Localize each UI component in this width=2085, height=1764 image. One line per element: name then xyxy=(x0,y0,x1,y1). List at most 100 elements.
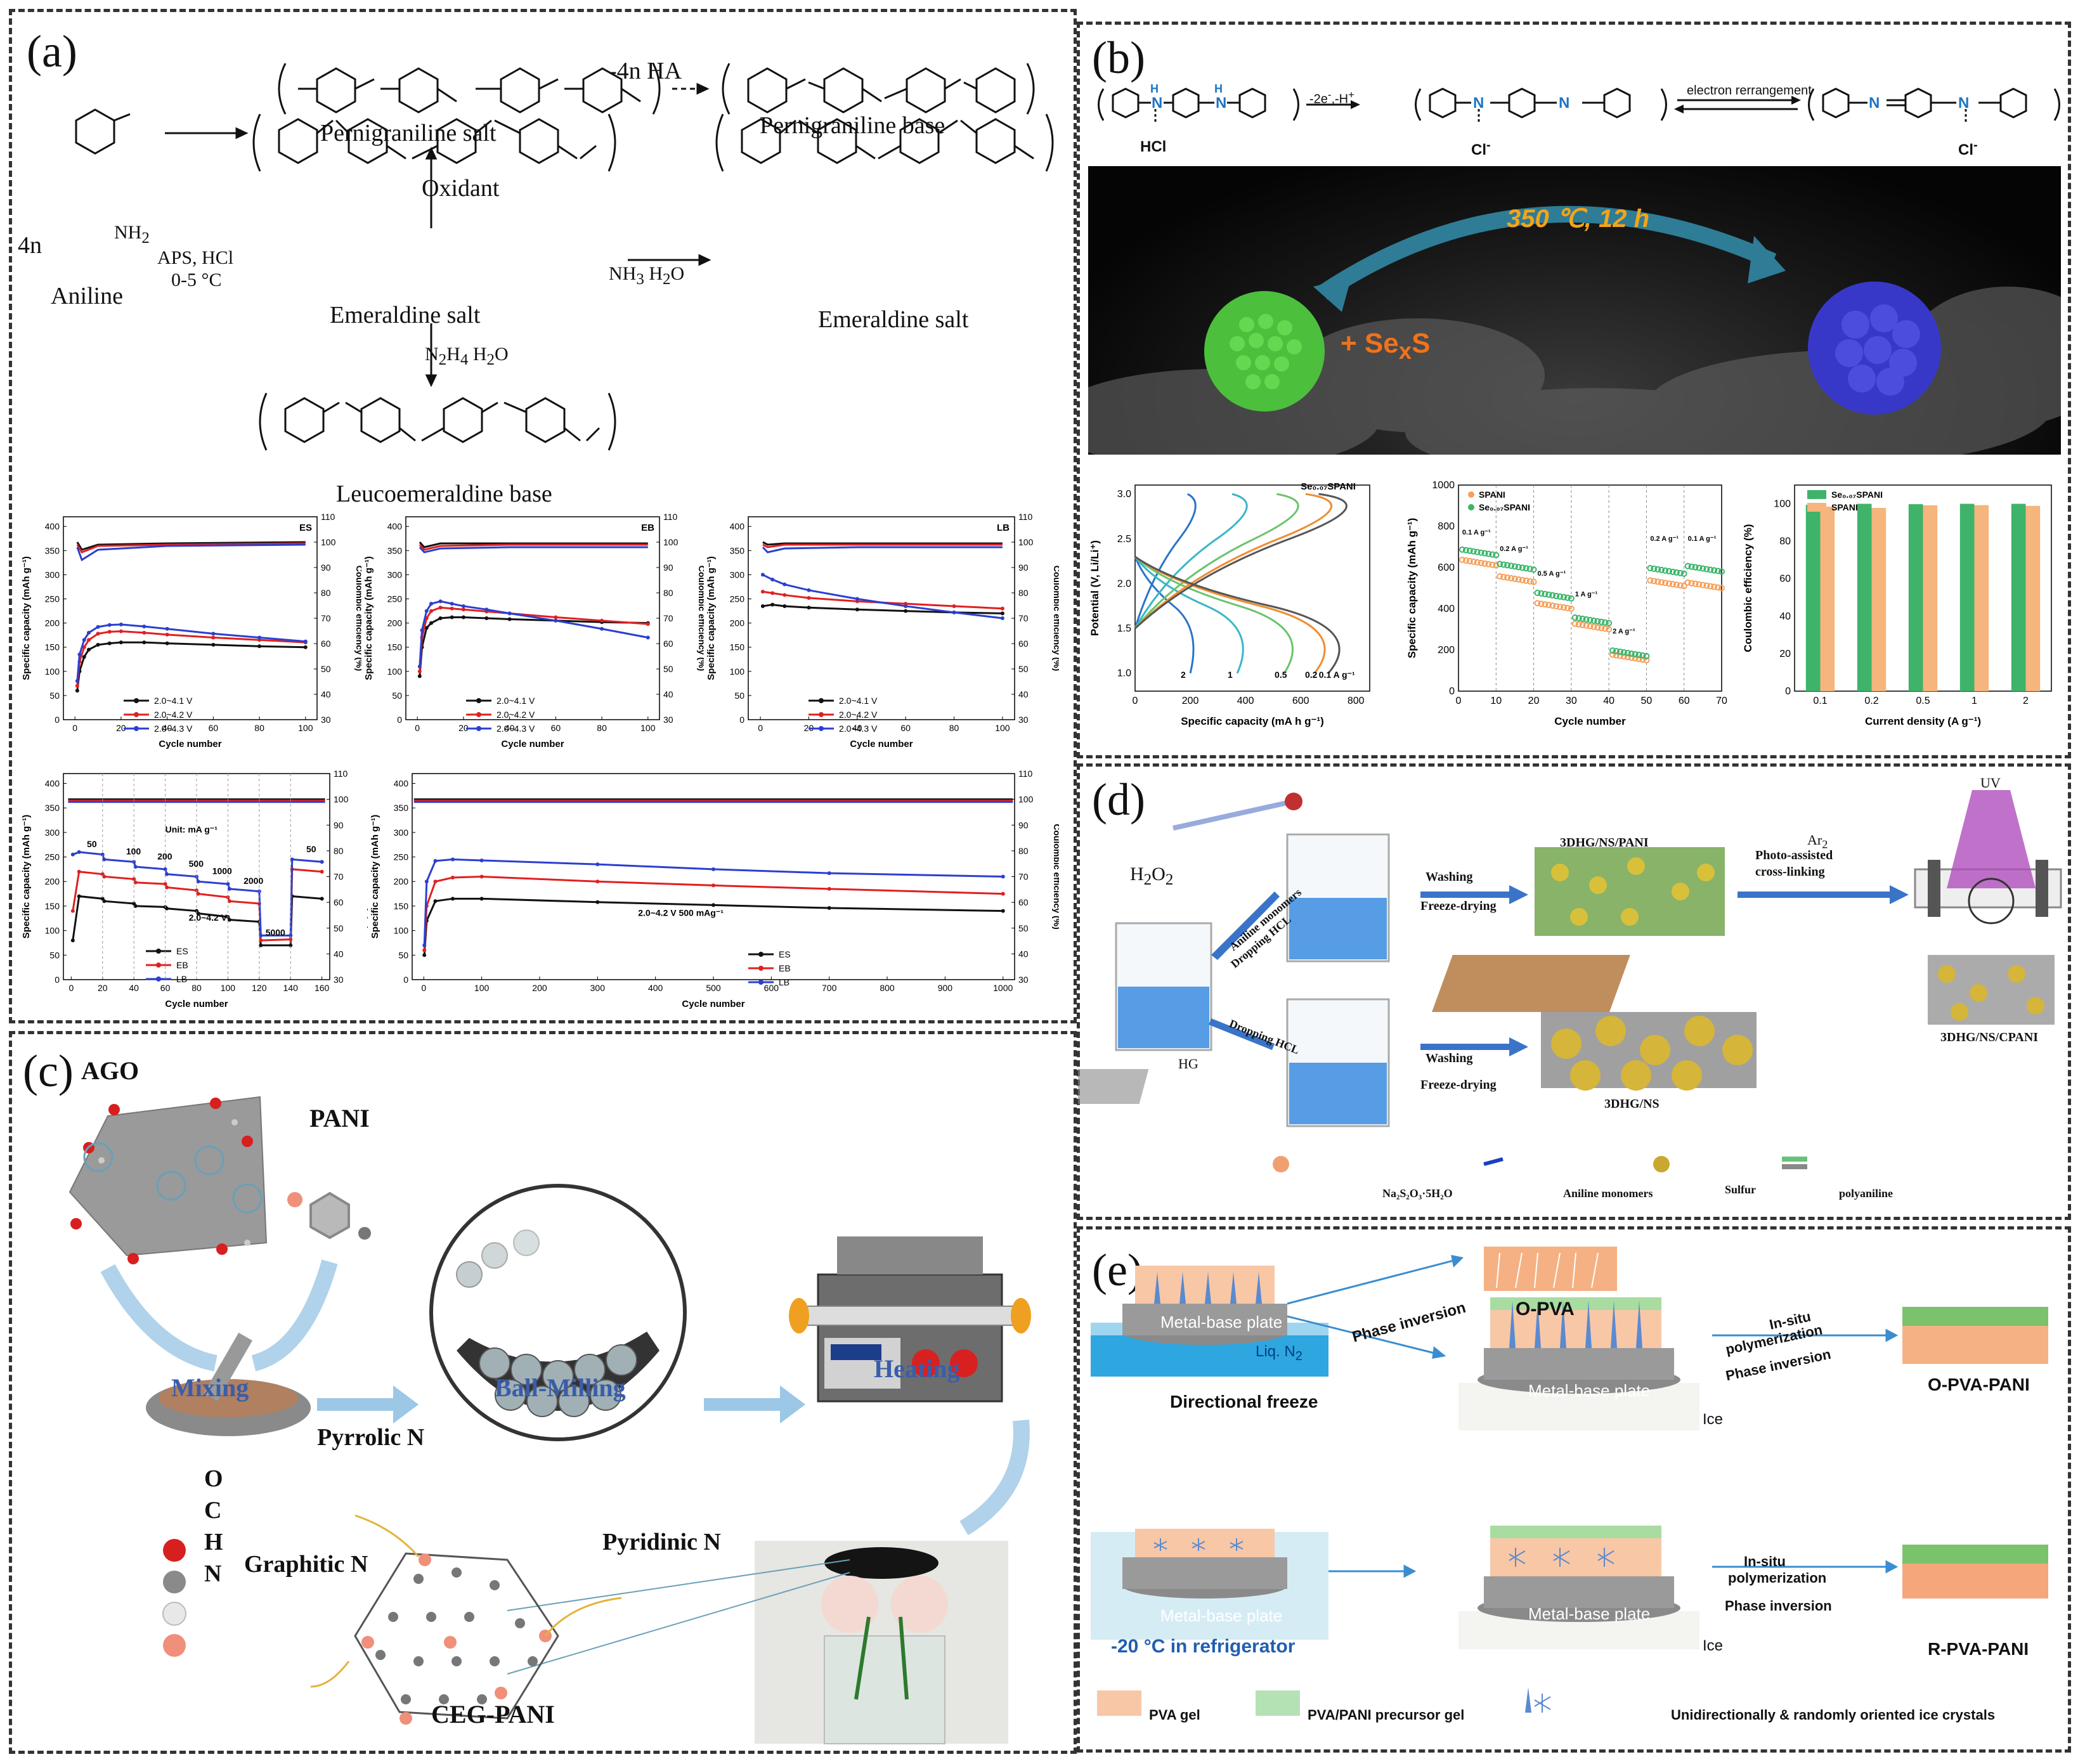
data-point xyxy=(770,578,775,582)
data-point xyxy=(87,647,91,652)
data-point xyxy=(1718,568,1725,575)
ce-series-line xyxy=(419,541,648,548)
x-tick-label: 100 xyxy=(995,723,1010,733)
graphitic-label: Graphitic N xyxy=(244,1551,368,1578)
data-point xyxy=(1497,561,1504,567)
data-point xyxy=(1481,560,1488,567)
x-axis-title: Cycle number xyxy=(501,739,564,749)
legend-label: 2.0~4.1 V xyxy=(839,696,878,706)
data-point xyxy=(119,640,123,645)
svg-text:N: N xyxy=(1869,94,1880,112)
y2-tick-label: 90 xyxy=(1018,820,1029,830)
panel-a xyxy=(9,9,1077,1023)
chart-tag: LB xyxy=(997,522,1010,533)
panel-a-reaction-scheme xyxy=(75,63,1054,451)
data-point xyxy=(1707,583,1714,590)
data-point xyxy=(424,609,429,613)
panel-e-illustration xyxy=(1091,1247,2048,1716)
ce-series-line xyxy=(76,541,306,551)
data-point xyxy=(1575,621,1582,628)
legend-label: 2.0~4.2 V xyxy=(839,710,878,720)
washing-2: Washing xyxy=(1426,1051,1473,1065)
data-point xyxy=(1571,614,1578,621)
rate-annotation: 1000 xyxy=(212,866,232,876)
y2-tick-label: 90 xyxy=(334,820,344,830)
ball-milling-label: Ball-Milling xyxy=(495,1373,626,1402)
ago-label: AGO xyxy=(81,1056,140,1085)
aps-hcl-label: APS, HCl xyxy=(157,247,234,268)
data-point xyxy=(1557,593,1564,600)
y-tick-label: 200 xyxy=(394,876,409,886)
y-tick-label: 0 xyxy=(397,715,402,725)
data-point xyxy=(1594,618,1601,625)
data-point xyxy=(1590,623,1597,630)
series-line xyxy=(423,858,1003,945)
y-tick-label: 2.5 xyxy=(1117,534,1131,545)
metal-plate-label-1: Metal-base plate xyxy=(1160,1313,1283,1332)
y2-tick-label: 90 xyxy=(321,562,331,573)
legend-label: SPANI xyxy=(1831,502,1858,512)
data-point xyxy=(429,621,433,625)
y-axis-title: Specific capacity (mAh g⁻¹) xyxy=(370,815,380,938)
data-point xyxy=(1561,604,1567,611)
data-point xyxy=(226,882,230,886)
legend-aniline-monomers: Aniline monomers xyxy=(1563,1187,1653,1200)
scheme-electron-rearrangement: electron rerrangement xyxy=(1687,84,1812,98)
data-point xyxy=(1474,548,1481,555)
y-tick-label: 1000 xyxy=(1432,480,1455,491)
data-point xyxy=(1688,563,1695,570)
data-point xyxy=(1500,561,1507,568)
bar xyxy=(1871,508,1887,691)
data-point xyxy=(77,652,82,657)
mixing-label: Mixing xyxy=(171,1373,249,1402)
data-point xyxy=(1515,564,1522,571)
data-point xyxy=(320,869,324,874)
x-axis-title: Cycle number xyxy=(165,999,228,1009)
y2-tick-label: 60 xyxy=(321,639,331,649)
data-point xyxy=(1568,595,1575,602)
metal-plate-label-3: Metal-base plate xyxy=(1160,1606,1283,1625)
y-tick-label: 200 xyxy=(45,618,60,628)
data-point xyxy=(420,628,424,633)
y-tick-label: 250 xyxy=(394,852,409,862)
data-point xyxy=(600,618,604,623)
y-tick-label: 250 xyxy=(387,594,403,604)
data-point xyxy=(196,911,200,916)
data-point xyxy=(289,937,293,942)
hg-label: HG xyxy=(1178,1056,1198,1072)
ceg-pani-label: CEG-PANI xyxy=(431,1700,555,1728)
data-point xyxy=(1497,573,1504,580)
metal-plate-label-2: Metal-base plate xyxy=(1528,1381,1651,1400)
data-point xyxy=(417,665,422,669)
series-line xyxy=(419,616,648,677)
pani-label: PANI xyxy=(309,1104,370,1132)
svg-text:N: N xyxy=(1152,94,1162,112)
data-point xyxy=(827,906,831,911)
rate-label: 2 xyxy=(1181,670,1186,680)
x-axis-title: Cycle number xyxy=(682,999,744,1009)
y-axis-title: Specific capacity (mAh g⁻¹) xyxy=(1406,518,1418,659)
aniline-nh2: NH2 xyxy=(114,222,150,247)
data-point xyxy=(424,626,429,630)
legend-marker xyxy=(134,712,139,717)
data-point xyxy=(1575,614,1582,621)
liq-n2-label: Liq. N2 xyxy=(1256,1343,1302,1363)
data-point xyxy=(1000,606,1004,611)
y-tick-label: 200 xyxy=(387,618,403,628)
y-tick-label: 100 xyxy=(730,666,745,677)
y-tick-label: 150 xyxy=(387,642,403,652)
legend-label: Se₀.₀₇SPANI xyxy=(1831,490,1883,500)
data-point xyxy=(1609,647,1616,654)
data-point xyxy=(600,626,604,631)
data-point xyxy=(1534,589,1541,596)
fridge-label: -20 °C in refrigerator xyxy=(1111,1636,1296,1657)
data-point xyxy=(595,900,600,904)
y-axis-title: Coulombic efficiency (%) xyxy=(1742,524,1754,652)
y-tick-label: 350 xyxy=(45,545,60,555)
y2-tick-label: 80 xyxy=(1018,846,1029,856)
y-tick-label: 200 xyxy=(1438,645,1455,656)
data-point xyxy=(770,591,775,595)
o-pva-label: O-PVA xyxy=(1516,1299,1575,1320)
